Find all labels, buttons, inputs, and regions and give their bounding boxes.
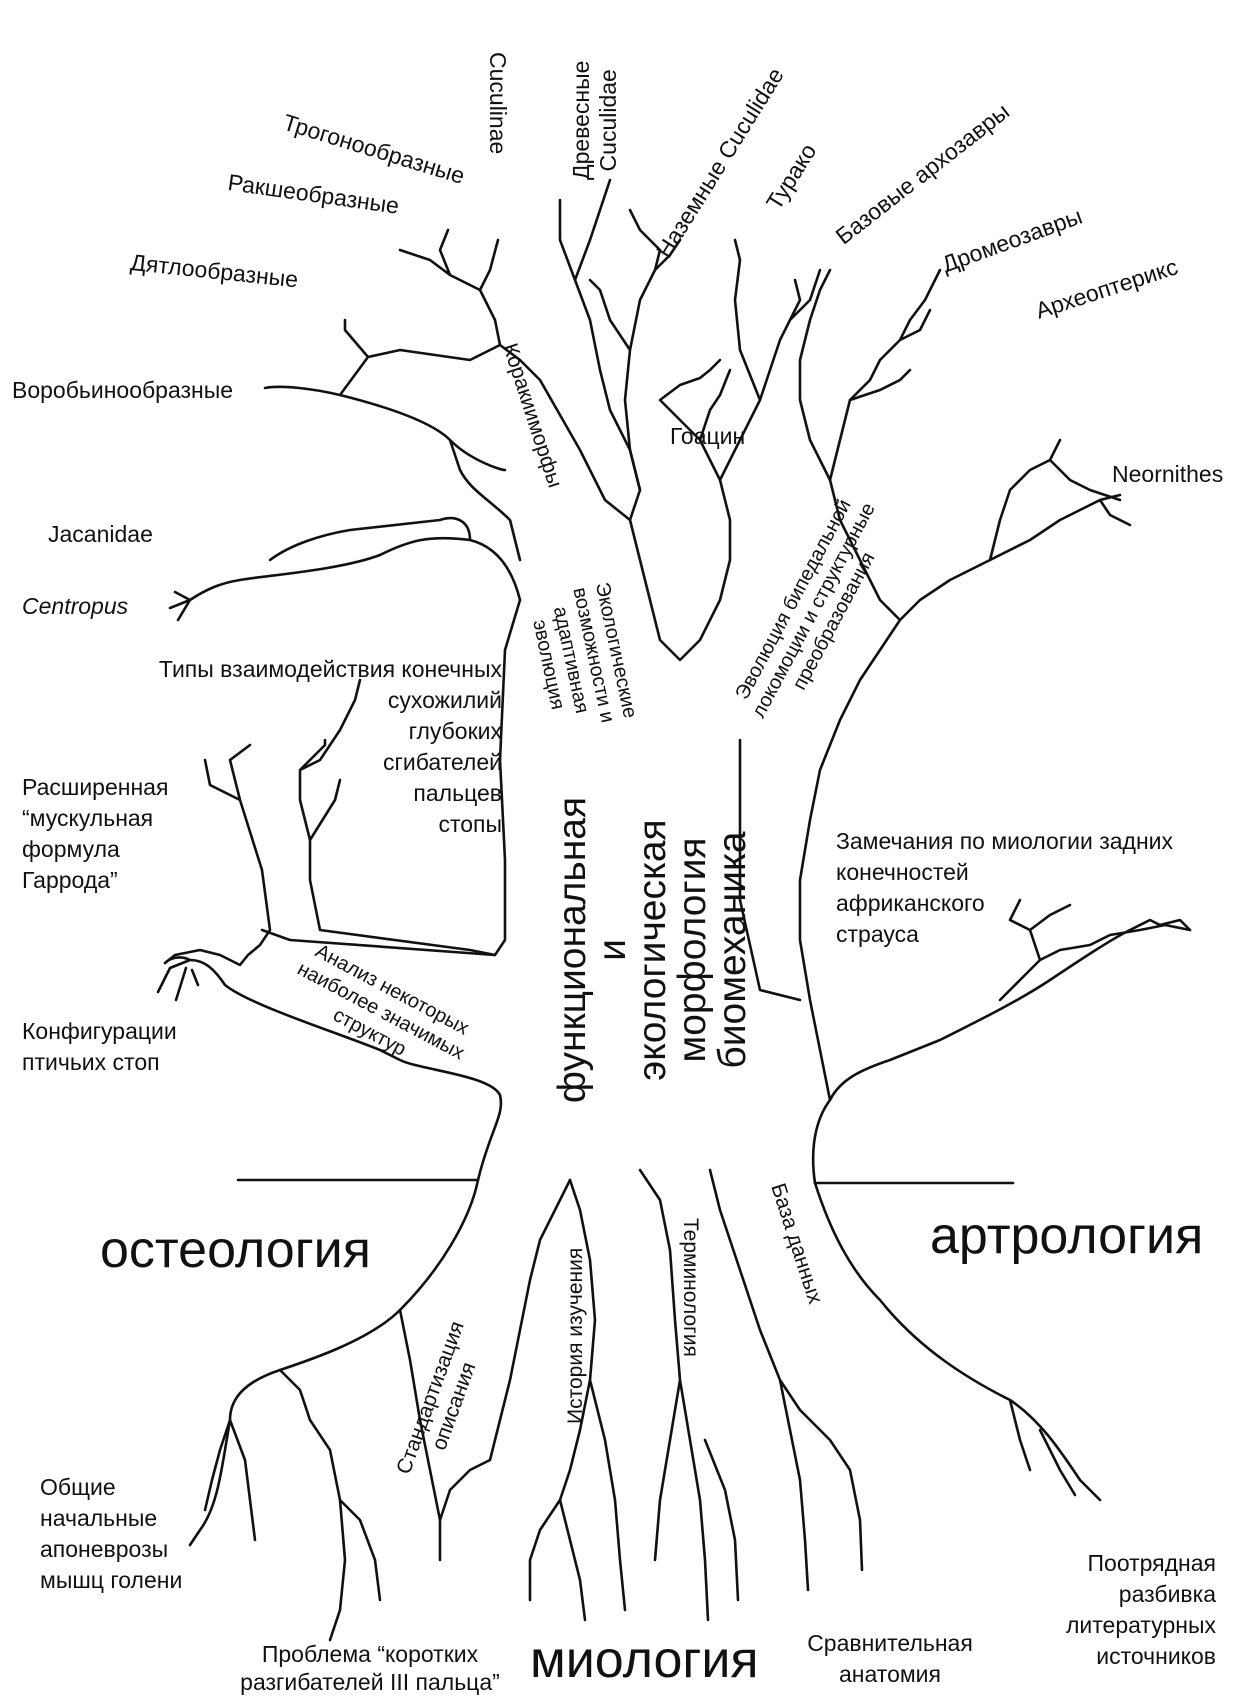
section-myology: миология bbox=[530, 1632, 759, 1688]
section-osteology: остеология bbox=[100, 1222, 371, 1278]
label-centropus: Centropus bbox=[22, 592, 128, 620]
label-passerine: Воробьинообразные bbox=[12, 376, 233, 404]
jacana-branch bbox=[170, 518, 520, 620]
trunk-right-outline bbox=[813, 920, 1190, 1183]
label-garrod: Расширенная “мускульная формула Гаррода” bbox=[22, 772, 168, 896]
label-foot-config: Конфигурации птичьих стоп bbox=[22, 1016, 177, 1078]
label-jacanidae: Jacanidae bbox=[48, 520, 153, 548]
passerine-branch bbox=[265, 387, 520, 560]
label-cuculinae: Cuculinae bbox=[484, 52, 512, 154]
dromeo-branch bbox=[800, 270, 910, 480]
label-short-extensors: Проблема “коротких разгибателей III паль… bbox=[210, 1640, 530, 1696]
label-aponeuroses: Общие начальные апоневрозы мышц голени bbox=[40, 1472, 182, 1596]
label-literature: Поотрядная разбивка литературных источни… bbox=[990, 1548, 1216, 1672]
root-standardization bbox=[400, 1180, 570, 1560]
label-ostrich: Замечания по миологии задних конечностей… bbox=[836, 826, 1173, 950]
woodpecker-branch bbox=[340, 230, 500, 395]
label-neornithes: Neornithes bbox=[1112, 460, 1223, 488]
label-hoatzin: Гоацин bbox=[670, 422, 745, 450]
label-comparative: Сравнительная анатомия bbox=[790, 1628, 990, 1690]
section-arthrology: артрология bbox=[930, 1208, 1203, 1264]
center-title: функциональная и экологическая морфологи… bbox=[553, 740, 753, 1160]
hoatzin-branch bbox=[630, 360, 730, 660]
label-history: История изучения bbox=[562, 1248, 590, 1424]
label-tree-cuculidae: Древесные Cuculidae bbox=[568, 61, 622, 180]
label-terminology: Терминология bbox=[676, 1218, 704, 1357]
